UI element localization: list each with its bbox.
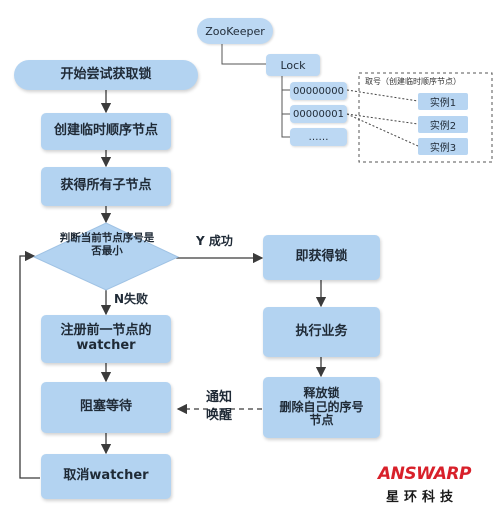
sequence-node-0: 00000000	[290, 82, 347, 100]
instance-1: 实例1	[418, 93, 468, 110]
notify-label: 通知 唤醒	[206, 389, 232, 424]
register-watcher-line1: 注册前一节点的	[60, 323, 152, 339]
legend-title: 取号（创建临时顺序节点）	[365, 77, 461, 86]
register-watcher-line2: watcher	[76, 338, 136, 353]
instance-3: 实例3	[418, 138, 468, 155]
sequence-node-1: 00000001	[290, 105, 347, 123]
release-line2: 删除自己的序号	[279, 399, 364, 414]
zookeeper-root-node: ZooKeeper	[197, 18, 273, 44]
create-temp-sequential-node: 创建临时顺序节点	[41, 113, 171, 150]
yes-edge-label: Y 成功	[196, 234, 233, 248]
zk-tree-lines	[221, 43, 290, 138]
no-edge-label: N失败	[114, 292, 149, 306]
instance-2: 实例2	[418, 116, 468, 133]
notify-line1: 通知	[206, 390, 233, 405]
cancel-watcher-node: 取消watcher	[41, 454, 171, 499]
decision-diamond	[32, 222, 180, 291]
logo-brand: ANSWARP	[378, 464, 471, 484]
decision-text: 判断当前节点序号是否最小	[59, 232, 155, 257]
sequence-node-more: ……	[290, 128, 347, 146]
transwarp-logo: ANSWARP 星环科技	[378, 462, 494, 506]
release-line3: 节点	[309, 413, 334, 428]
get-all-children-node: 获得所有子节点	[41, 167, 171, 206]
register-watcher-node: 注册前一节点的 watcher	[41, 315, 171, 363]
block-wait-node: 阻塞等待	[41, 382, 171, 433]
acquire-lock-node: 即获得锁	[263, 235, 380, 280]
notify-line2: 唤醒	[206, 407, 233, 423]
execute-business-node: 执行业务	[263, 307, 380, 357]
lock-node: Lock	[266, 54, 320, 76]
flow-arrows	[19, 90, 327, 479]
release-line1: 释放锁	[303, 385, 340, 400]
start-node: 开始尝试获取锁	[14, 60, 198, 90]
logo-subtitle: 星环科技	[386, 490, 459, 505]
legend-mapping-lines	[346, 89, 419, 147]
legend-box	[358, 72, 493, 163]
release-lock-node: 释放锁 删除自己的序号 节点	[263, 377, 380, 438]
